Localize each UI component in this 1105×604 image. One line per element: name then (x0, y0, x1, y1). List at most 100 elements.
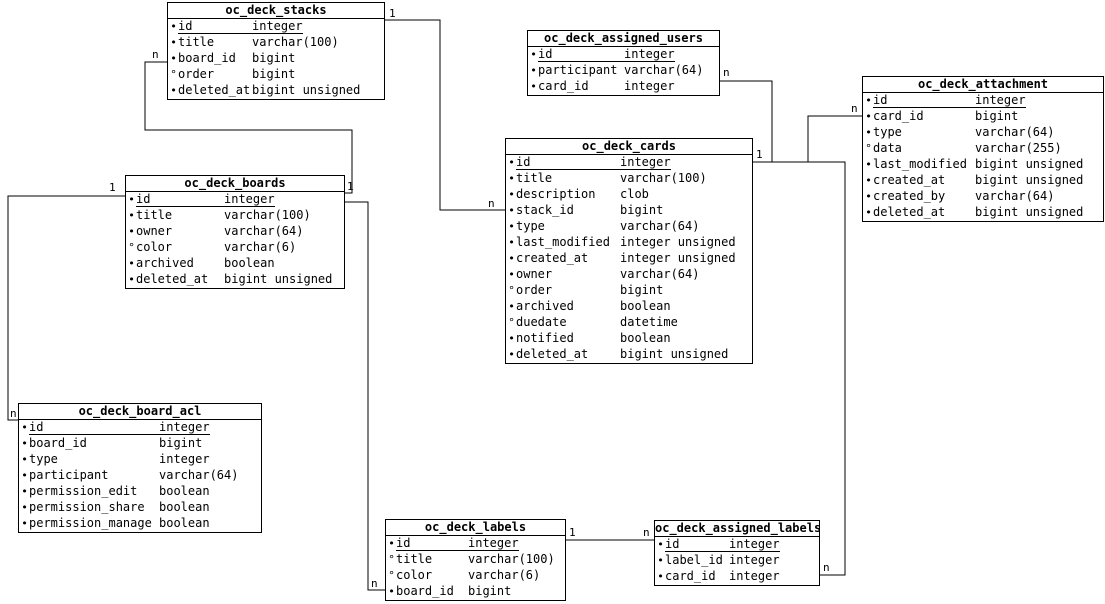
nullable-column-icon: ° (388, 569, 395, 582)
required-column-icon: • (865, 174, 872, 187)
column-name: owner (136, 224, 173, 238)
required-column-icon: • (508, 348, 515, 361)
table-title: oc_deck_boards (126, 176, 344, 192)
column-name: permission_share (29, 500, 145, 514)
column-name: participant (29, 468, 109, 482)
column-name: board_id (396, 584, 454, 598)
required-column-icon: • (865, 94, 872, 107)
required-column-icon: • (508, 300, 515, 313)
column-row-owner: •owner varchar(64) (126, 224, 344, 240)
table-title: oc_deck_stacks (168, 3, 384, 19)
required-column-icon: • (530, 64, 537, 77)
required-column-icon: • (170, 20, 177, 33)
column-type: datetime (620, 315, 678, 329)
column-name: permission_edit (29, 484, 138, 498)
column-type: varchar(64) (224, 224, 304, 238)
column-type: integer (224, 192, 275, 206)
column-type: varchar(64) (620, 267, 700, 281)
cardinality-label: n (723, 66, 730, 79)
column-name: notified (516, 331, 574, 345)
required-column-icon: • (657, 538, 664, 551)
required-column-icon: • (128, 225, 135, 238)
column-type: boolean (620, 299, 671, 313)
column-name: deleted_at (516, 347, 589, 361)
nullable-column-icon: ° (508, 316, 515, 329)
required-column-icon: • (21, 501, 28, 514)
column-type: integer (729, 569, 780, 583)
column-name: last_modified (873, 157, 967, 171)
required-column-icon: • (865, 126, 872, 139)
cardinality-label: n (488, 197, 495, 210)
required-column-icon: • (170, 52, 177, 65)
nullable-column-icon: ° (170, 68, 177, 81)
column-name: created_at (516, 251, 589, 265)
column-type: varchar(100) (252, 35, 339, 49)
column-type: bigint unsigned (252, 83, 361, 97)
column-type: integer (620, 155, 671, 169)
nullable-column-icon: ° (508, 284, 515, 297)
required-column-icon: • (657, 554, 664, 567)
column-name: permission_manage (29, 516, 152, 530)
cardinality-label: n (851, 102, 858, 115)
column-name: title (136, 208, 173, 222)
column-type: varchar(6) (468, 568, 541, 582)
column-type: varchar(64) (159, 468, 239, 482)
required-column-icon: • (128, 193, 135, 206)
column-fields: participant varchar(64) (29, 468, 238, 483)
column-type: varchar(64) (975, 189, 1055, 203)
column-type: boolean (620, 331, 671, 345)
column-name: order (178, 67, 215, 81)
required-column-icon: • (508, 188, 515, 201)
table-title: oc_deck_cards (506, 139, 752, 155)
column-name: deleted_at (873, 205, 946, 219)
cardinality-label: n (10, 407, 17, 420)
relation-cards-assigned-labels-line (753, 161, 846, 576)
column-name: data (873, 141, 902, 155)
column-type: varchar(100) (620, 171, 707, 185)
nullable-column-icon: ° (128, 241, 135, 254)
cardinality-label: n (643, 526, 650, 539)
column-fields: notified boolean (516, 331, 671, 346)
column-type: varchar(64) (975, 125, 1055, 139)
column-type: integer (468, 536, 519, 550)
column-name: id (29, 420, 44, 434)
